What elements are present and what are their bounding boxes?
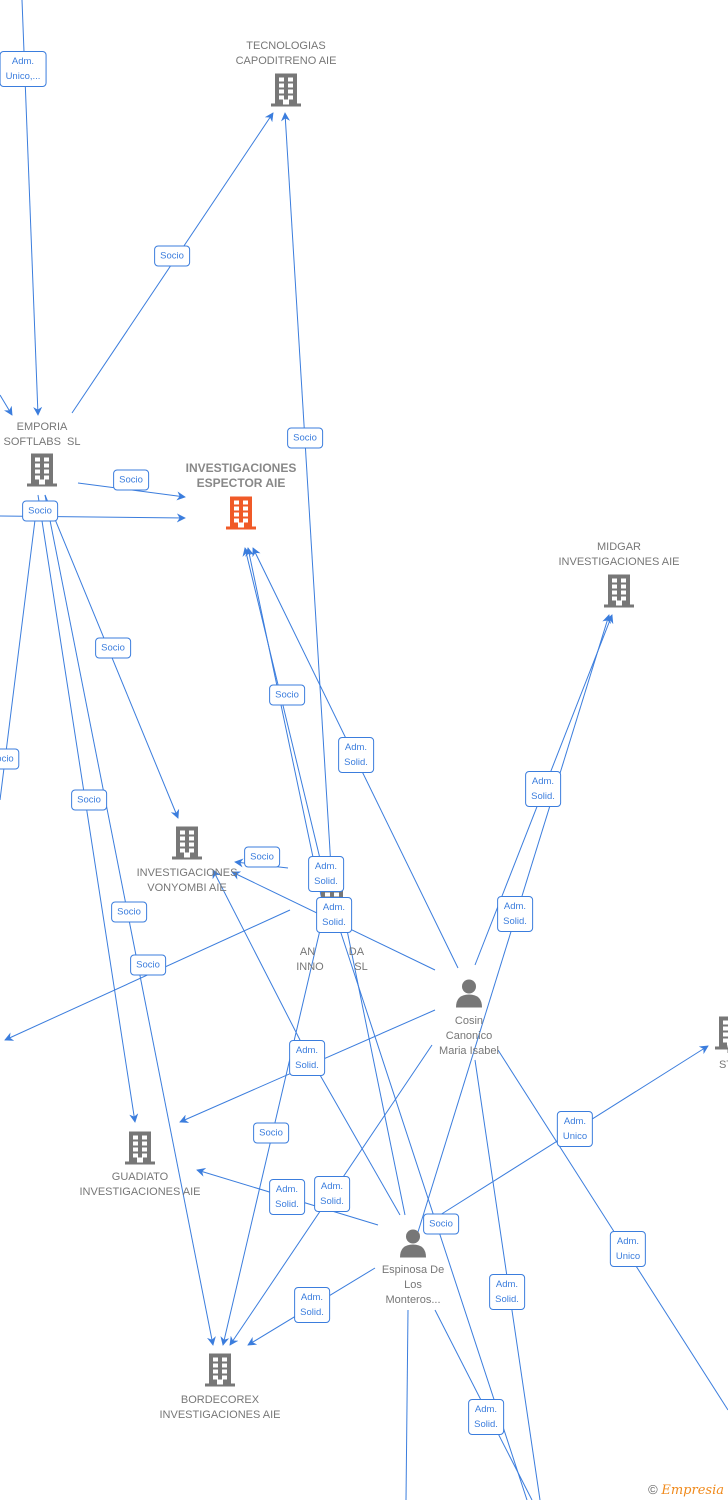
edge-label[interactable]: Socio — [423, 1213, 459, 1235]
edge-line — [405, 1309, 409, 1500]
edge-label[interactable]: Adm. Solid. — [489, 1274, 525, 1310]
edge-label[interactable]: Adm. Solid. — [338, 737, 374, 773]
node-label-bordecorex[interactable]: BORDECOREX INVESTIGACIONES AIE — [159, 1394, 281, 1421]
edge-label[interactable]: Adm. Unico — [556, 1111, 594, 1147]
person-icon[interactable] — [398, 1228, 428, 1263]
edge-line — [281, 112, 334, 901]
building-icon[interactable] — [170, 825, 204, 866]
edge-label[interactable]: Socio — [130, 954, 166, 976]
node-label-midgar[interactable]: MIDGAR INVESTIGACIONES AIE — [558, 541, 680, 568]
edge-label[interactable]: Socio — [269, 684, 305, 706]
building-icon[interactable] — [269, 72, 303, 113]
node-label-cosin[interactable]: Cosin Canonico Maria Isabel — [439, 1015, 499, 1057]
edge-label[interactable]: Adm. Solid. — [468, 1399, 504, 1435]
node-label-espector[interactable]: INVESTIGACIONES ESPECTOR AIE — [185, 461, 297, 490]
building-icon[interactable] — [224, 495, 258, 536]
edge-line — [346, 929, 406, 1216]
edge-label[interactable]: Adm. Unico — [609, 1231, 647, 1267]
node-label-espinosa[interactable]: Espinosa De Los Monteros... — [381, 1264, 445, 1306]
edge-label[interactable]: Socio — [113, 469, 149, 491]
edge-label[interactable]: Socio — [244, 846, 280, 868]
node-label-vonyombi[interactable]: INVESTIGACIONES VONYOMBI AIE — [136, 867, 238, 894]
edge-label[interactable]: Adm. Solid. — [289, 1040, 325, 1076]
copyright-symbol: © — [648, 1482, 658, 1497]
building-icon[interactable] — [25, 452, 59, 493]
edge-line — [212, 869, 301, 1041]
edge-line — [497, 1049, 728, 1411]
edge-line — [245, 547, 323, 901]
edge-line — [0, 394, 13, 416]
edge-label[interactable]: Adm. Solid. — [269, 1179, 305, 1215]
edge-label[interactable]: Socio — [253, 1122, 289, 1144]
edge-label[interactable]: Adm. Solid. — [294, 1287, 330, 1323]
node-label-tecnologias[interactable]: TECNOLOGIAS CAPODITRENO AIE — [235, 40, 337, 67]
copyright-notice: © Empresia — [648, 1482, 724, 1498]
edge-label[interactable]: Adm. Solid. — [316, 897, 352, 933]
person-icon[interactable] — [454, 978, 484, 1013]
edge-label[interactable]: Socio — [22, 500, 58, 522]
building-icon[interactable] — [203, 1352, 237, 1393]
edge-label[interactable]: Adm. Solid. — [497, 896, 533, 932]
edge-label[interactable]: Adm. Solid. — [525, 771, 561, 807]
edge-label[interactable]: Socio — [95, 637, 131, 659]
edge-line — [242, 547, 331, 901]
edge-label[interactable]: Adm. Solid. — [314, 1176, 350, 1212]
empresia-logo: Empresia — [661, 1483, 724, 1498]
edge-label[interactable]: Adm. Solid. — [308, 856, 344, 892]
edge-label[interactable]: Adm. Unico,... — [0, 51, 47, 87]
edge-label[interactable]: Socio — [111, 901, 147, 923]
node-label-guadiato[interactable]: GUADIATO INVESTIGACIONES AIE — [79, 1171, 201, 1198]
edge-label[interactable]: Socio — [287, 427, 323, 449]
edge-label[interactable]: ocio — [0, 748, 20, 770]
node-label-emporia[interactable]: EMPORIA SOFTLABS SL — [3, 421, 81, 448]
edge-label[interactable]: Socio — [154, 245, 190, 267]
edge-label[interactable]: Socio — [71, 789, 107, 811]
node-label-anda[interactable]: AN DA INNO SL — [296, 946, 368, 973]
building-icon[interactable] — [602, 573, 636, 614]
node-label-right-partial[interactable]: F STU — [719, 1044, 728, 1071]
building-icon[interactable] — [123, 1130, 157, 1171]
